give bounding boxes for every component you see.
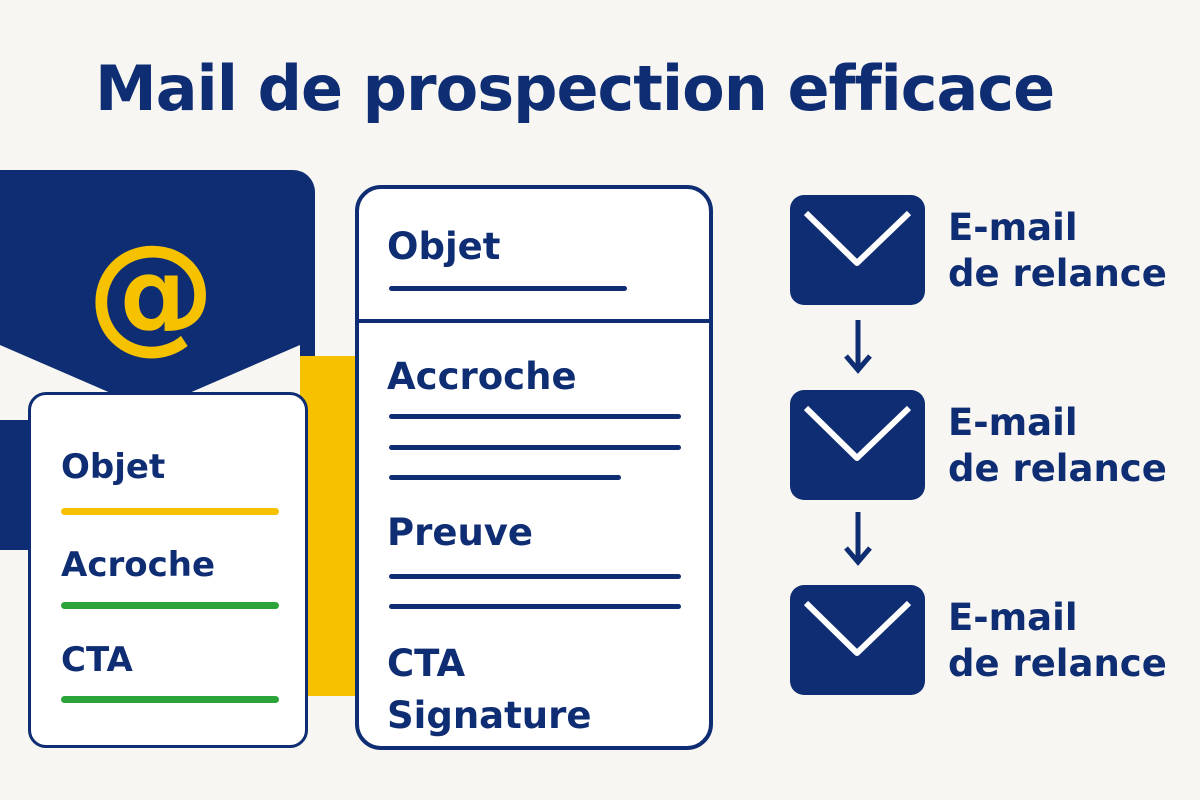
followup-label-line1: E-mail [948,206,1078,249]
followup-label: E-mail de relance [948,400,1167,492]
followup-label-line2: de relance [948,642,1167,685]
letter-line-green [61,602,279,609]
section-preuve: Preuve [387,511,534,554]
section-signature: Signature [387,694,592,737]
followup-label-line1: E-mail [948,401,1078,444]
email-template-card: Objet Accroche Preuve CTA Signature [355,185,713,750]
letter-label-acroche: Acroche [61,545,216,585]
letter-line-green [61,696,279,703]
page-title: Mail de prospection efficace [95,52,1055,125]
letter-label-cta: CTA [61,640,133,680]
text-line [389,286,627,291]
accent-bar [300,356,355,696]
section-objet: Objet [387,225,501,268]
envelope-icon [790,390,925,500]
followup-label-line2: de relance [948,447,1167,490]
letter-line-yellow [61,508,279,515]
followup-label-line1: E-mail [948,596,1078,639]
letter-card: Objet Acroche CTA [28,392,308,748]
section-accroche: Accroche [387,355,577,398]
at-sign-icon: @ [87,218,215,367]
letter-label-objet: Objet [61,447,166,487]
section-cta: CTA [387,642,466,685]
header-divider [359,319,709,323]
followup-label-line2: de relance [948,252,1167,295]
text-line [389,604,681,609]
text-line [389,414,681,419]
arrow-down-icon [844,320,872,374]
arrow-down-icon [844,512,872,566]
text-line [389,475,621,480]
envelope-icon [790,195,925,305]
followup-label: E-mail de relance [948,205,1167,297]
followup-label: E-mail de relance [948,595,1167,687]
envelope-icon [790,585,925,695]
text-line [389,574,681,579]
text-line [389,445,681,450]
